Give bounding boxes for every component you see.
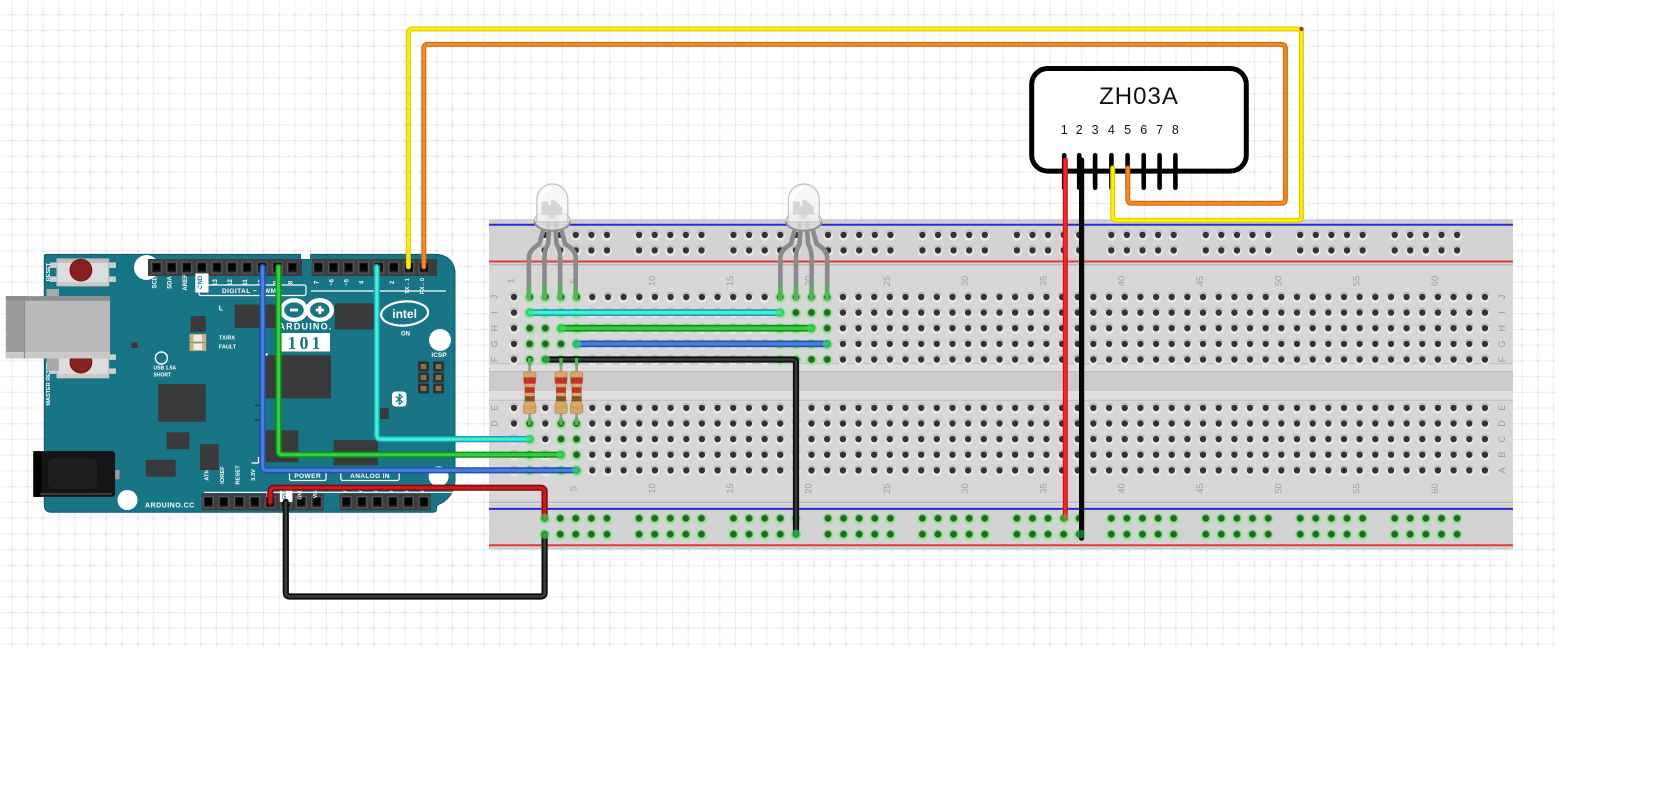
svg-text:40: 40 [1117, 276, 1128, 287]
svg-text:VIN: VIN [313, 489, 319, 498]
svg-text:5: 5 [1124, 123, 1131, 137]
svg-text:FAULT: FAULT [219, 345, 237, 351]
svg-text:L: L [219, 306, 224, 313]
svg-text:IOREF: IOREF [220, 466, 226, 484]
svg-text:20: 20 [804, 483, 815, 494]
svg-text:USB 1.5A: USB 1.5A [154, 366, 177, 372]
svg-text:12: 12 [228, 279, 234, 286]
svg-text:8: 8 [289, 280, 295, 284]
svg-text:1: 1 [506, 278, 517, 283]
svg-text:RESET: RESET [46, 262, 52, 281]
svg-text:3.3V: 3.3V [251, 469, 257, 481]
svg-text:60: 60 [1430, 276, 1441, 287]
svg-text:J: J [1497, 295, 1507, 300]
svg-text:4: 4 [1108, 123, 1115, 137]
svg-text:1: 1 [1061, 123, 1068, 137]
svg-text:101: 101 [288, 333, 324, 353]
svg-text:RX←0: RX←0 [420, 278, 426, 294]
svg-text:50: 50 [1273, 276, 1284, 287]
svg-text:J: J [490, 295, 500, 300]
svg-text:15: 15 [725, 483, 736, 494]
svg-text:I: I [490, 311, 500, 314]
svg-text:F: F [1497, 356, 1507, 362]
svg-text:15: 15 [725, 276, 736, 287]
svg-text:GND: GND [282, 488, 288, 500]
svg-text:SHORT: SHORT [154, 373, 172, 379]
svg-text:SDA: SDA [168, 276, 174, 289]
svg-text:7: 7 [1156, 123, 1163, 137]
svg-text:35: 35 [1038, 483, 1049, 494]
svg-text:E: E [1497, 405, 1507, 411]
svg-text:G: G [490, 340, 500, 347]
svg-text:ZH03A: ZH03A [1099, 83, 1179, 110]
svg-text:AREF: AREF [183, 274, 189, 291]
svg-text:ANALOG IN: ANALOG IN [350, 473, 390, 480]
svg-text:RESET: RESET [235, 465, 241, 485]
svg-text:ICSP: ICSP [431, 352, 447, 359]
svg-text:8: 8 [1172, 123, 1179, 137]
svg-text:B: B [1497, 452, 1507, 458]
svg-text:55: 55 [1352, 276, 1363, 287]
svg-text:MASTER RESET: MASTER RESET [46, 362, 52, 406]
svg-text:6: 6 [1140, 123, 1147, 137]
svg-text:10: 10 [647, 483, 658, 494]
svg-text:TX→1: TX→1 [405, 278, 411, 294]
svg-text:H: H [1497, 325, 1507, 332]
svg-text:50: 50 [1273, 483, 1284, 494]
svg-text:G: G [1497, 340, 1507, 347]
svg-text:3: 3 [1092, 123, 1099, 137]
svg-text:ARDUINO.CC: ARDUINO.CC [145, 503, 195, 510]
svg-text:ON: ON [401, 332, 410, 338]
svg-text:30: 30 [960, 483, 971, 494]
svg-text:I: I [1497, 311, 1507, 314]
svg-text:40: 40 [1117, 483, 1128, 494]
svg-text:7: 7 [314, 280, 320, 284]
svg-text:5: 5 [569, 486, 580, 491]
svg-text:POWER: POWER [294, 473, 321, 480]
svg-text:45: 45 [1195, 483, 1206, 494]
svg-text:TX/RX: TX/RX [219, 336, 236, 342]
svg-text:55: 55 [1352, 483, 1363, 494]
svg-text:E: E [490, 405, 500, 411]
svg-text:2: 2 [1076, 123, 1083, 137]
svg-text:D: D [490, 420, 500, 427]
svg-text:20: 20 [804, 276, 815, 287]
svg-text:ARDUINO.: ARDUINO. [278, 322, 332, 332]
svg-text:A: A [1497, 467, 1507, 473]
svg-text:4: 4 [360, 280, 366, 284]
svg-text:13: 13 [213, 279, 219, 286]
svg-text:C: C [1497, 435, 1507, 442]
svg-text:~6: ~6 [330, 278, 336, 286]
svg-text:GND: GND [297, 488, 303, 500]
svg-text:45: 45 [1195, 276, 1206, 287]
svg-text:30: 30 [960, 276, 971, 287]
svg-text:11: 11 [243, 279, 249, 286]
svg-text:DIGITAL ~ PWM ~: DIGITAL ~ PWM ~ [222, 288, 283, 295]
svg-text:25: 25 [882, 483, 893, 494]
svg-text:GND: GND [198, 275, 204, 289]
svg-text:D: D [1497, 420, 1507, 427]
svg-text:25: 25 [882, 276, 893, 287]
svg-text:intel: intel [392, 307, 417, 321]
svg-text:SCL: SCL [153, 276, 159, 288]
svg-text:F: F [490, 356, 500, 362]
svg-text:ATN: ATN [204, 469, 210, 480]
svg-text:60: 60 [1430, 483, 1441, 494]
svg-text:H: H [490, 325, 500, 332]
svg-text:2: 2 [390, 280, 396, 284]
svg-text:~5: ~5 [345, 278, 351, 286]
svg-text:35: 35 [1038, 276, 1049, 287]
svg-text:10: 10 [647, 276, 658, 287]
